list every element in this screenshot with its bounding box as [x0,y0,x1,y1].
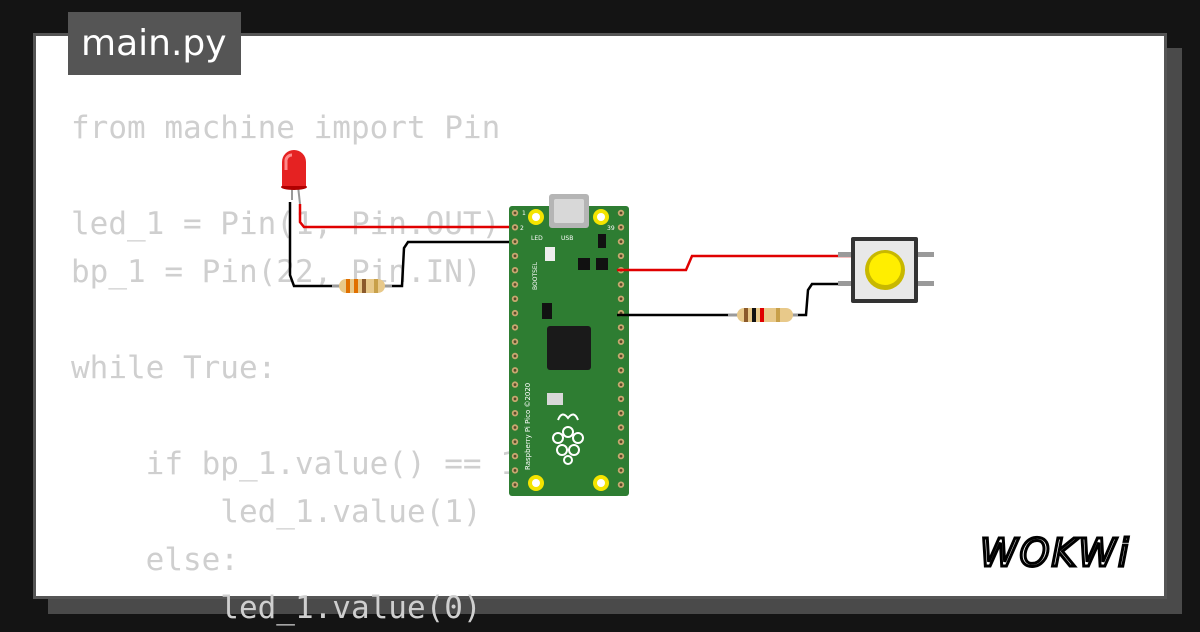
header-pin-hole [513,397,517,401]
header-pin-hole [513,225,517,229]
resistor-2[interactable] [728,308,798,322]
header-pin-hole [513,411,517,415]
bootsel-label: BOOTSEL [532,261,539,290]
header-pin-hole [619,440,623,444]
header-pin-hole [619,469,623,472]
header-pin-hole [513,383,517,386]
code-line: led_1.value(1) [71,494,482,530]
raspberry-logo-icon [552,413,584,465]
red-led[interactable] [281,150,307,205]
wire-button-vbus [617,254,852,272]
code-line: if bp_1.value() == 1: [71,446,538,482]
wire-resistor2-button [792,282,852,317]
header-pin-hole [619,397,623,401]
header-pin-hole [513,240,517,244]
header-pin-hole [619,326,623,329]
header-pin-hole [619,411,623,415]
code-line: while True: [71,350,277,386]
header-pin-hole [513,469,517,472]
pin-label-2: 2 [520,225,524,232]
wokwi-logo: WOKWi [979,530,1131,577]
code-line: else: [71,542,239,578]
header-pin-hole [513,283,517,286]
file-tab[interactable]: main.py [68,12,241,75]
header-pin-hole [619,240,623,244]
code-editor[interactable]: from machine import Pin led_1 = Pin(1, Pi… [71,104,538,632]
header-pin-hole [513,254,517,258]
header-pin-hole [513,268,517,272]
pushbutton[interactable] [838,237,934,303]
header-pin-hole [513,426,517,429]
resistor-1[interactable] [332,279,392,293]
usb-label: USB [561,235,573,242]
header-pin-hole [513,483,517,487]
wire-led-anode [298,204,514,229]
header-pin-hole [513,354,517,358]
wokwi-logo-text: WOKWi [980,531,1131,575]
header-pin-hole [513,454,517,458]
code-line: led_1 = Pin(1, Pin.OUT) [71,206,501,242]
pin-label-39: 39 [607,225,615,232]
header-pin-hole [619,483,623,487]
header-pin-hole [513,211,517,215]
header-pin-hole [513,297,517,301]
header-pin-hole [513,326,517,329]
header-pin-hole [619,297,623,301]
header-pin-hole [619,254,623,258]
header-pin-hole [513,368,517,372]
header-pin-hole [619,454,623,458]
header-pin-hole [619,426,623,429]
code-line: from machine import Pin [71,110,501,146]
header-pin-hole [513,340,517,344]
wire-led-cathode [288,202,334,288]
header-pin-hole [619,283,623,286]
header-pin-hole [619,368,623,372]
header-pin-hole [619,340,623,344]
pico-board[interactable]: Raspberry Pi Pico ©2020 LED USB BOOTSEL … [509,194,629,496]
code-line: led_1.value(0) [71,590,482,626]
wire-resistor1-gnd [388,240,514,288]
header-pin-hole [513,311,517,315]
header-pin-hole [619,383,623,386]
pin-label-1: 1 [522,210,526,217]
header-pin-hole [513,440,517,444]
code-line: bp_1 = Pin(22, Pin.IN) [71,254,482,290]
board-name-label: Raspberry Pi Pico ©2020 [524,383,532,470]
led-label: LED [531,235,543,242]
header-pin-hole [619,211,623,215]
header-pin-hole [619,354,623,358]
header-pin-hole [619,225,623,229]
